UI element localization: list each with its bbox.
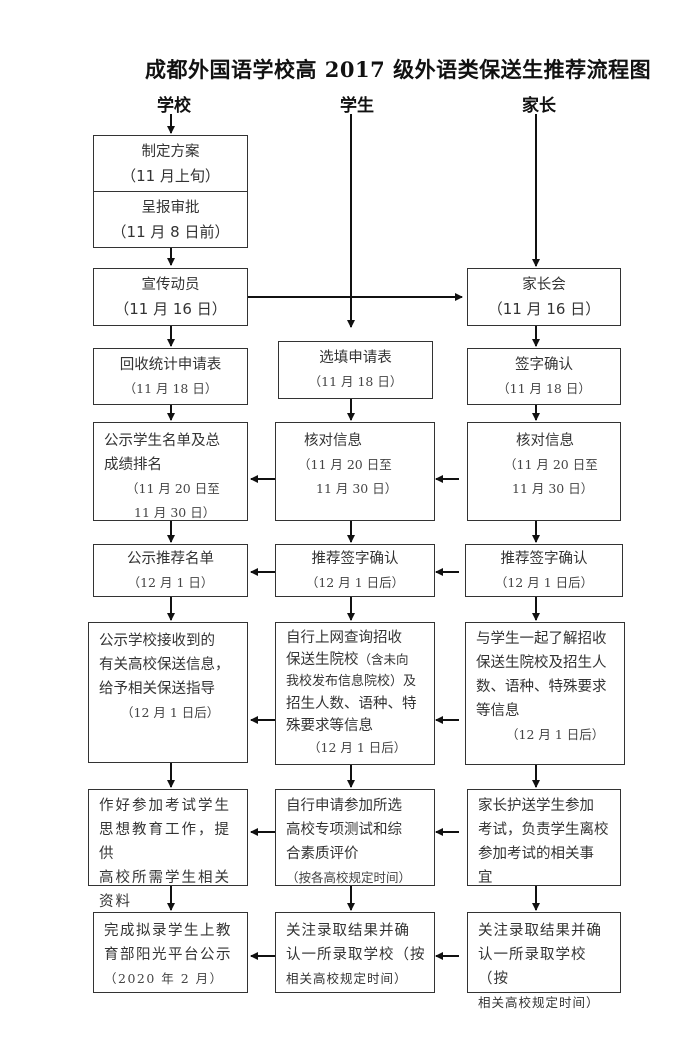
box-date: （11 月上旬） <box>121 167 220 185</box>
box-line: 认一所录取学校（按 <box>286 947 426 963</box>
box-line: 育部阳光平台公示 <box>104 947 232 963</box>
box-line: 等信息 <box>476 703 520 719</box>
box-line: 保送生院校（含未向 <box>286 649 426 671</box>
box-line: 数、语种、特殊要求 <box>476 679 607 695</box>
box-date: 11 月 30 日） <box>512 481 594 496</box>
box-label: 宣传动员 <box>141 277 200 293</box>
box-line: 参加考试的相关事 <box>478 846 594 862</box>
box-line: 自行申请参加所选 <box>286 798 402 814</box>
box-label: 核对信息 <box>516 433 574 449</box>
box-date: 11 月 30 日） <box>134 505 216 520</box>
box-label: 签字确认 <box>515 356 573 373</box>
flowchart-title: 成都外国语学校高 2017 级外语类保送生推荐流程图 <box>145 57 652 82</box>
box-make-plan: 制定方案 （11 月上旬） <box>93 135 248 193</box>
box-student-apply-exam: 自行申请参加所选 高校专项测试和综 合素质评价 （按各高校规定时间） <box>275 789 435 886</box>
box-line: 与学生一起了解招收 <box>476 631 607 647</box>
box-label: 制定方案 <box>141 144 200 160</box>
box-label: 推荐签字确认 <box>500 550 588 567</box>
box-line: 宜 <box>478 870 493 886</box>
box-label: 呈报审批 <box>141 199 200 216</box>
box-line: 高校所需学生相关 <box>99 870 231 886</box>
box-line: 思想教育工作，提供 <box>99 822 231 862</box>
box-parent-learn-colleges: 与学生一起了解招收 保送生院校及招生人 数、语种、特殊要求 等信息 （12 月 … <box>465 622 625 765</box>
box-parent-escort-exam: 家长护送学生参加 考试，负责学生离校 参加考试的相关事 宜 <box>467 789 621 886</box>
box-line: 殊要求等信息 <box>286 718 373 734</box>
box-label: 回收统计申请表 <box>119 356 222 373</box>
box-exam-preparation: 作好参加考试学生 思想教育工作，提供 高校所需学生相关 资料 <box>88 789 248 910</box>
box-line-part: 保送生院校 <box>286 652 359 668</box>
box-parent-meeting: 家长会 （11 月 16 日） <box>467 268 621 326</box>
box-date: （12 月 1 日后） <box>121 705 220 720</box>
box-student-recommend-sign: 推荐签字确认 （12 月 1 日后） <box>275 544 435 597</box>
box-publish-recommend-list: 公示推荐名单 （12 月 1 日） <box>93 544 248 597</box>
box-line: 自行上网查询招收 <box>286 630 402 646</box>
box-label: 公示推荐名单 <box>127 550 214 567</box>
box-line: 公示学生名单及总 <box>104 433 220 449</box>
box-line: 考试，负责学生离校 <box>478 822 609 838</box>
box-line: 关注录取结果并确 <box>286 923 410 939</box>
box-line: 作好参加考试学生 <box>99 798 231 814</box>
box-line: 招生人数、语种、特 <box>286 696 417 712</box>
box-date: （11 月 18 日） <box>497 380 591 396</box>
box-line: 我校发布信息院校）及 <box>286 674 417 689</box>
box-date: （12 月 1 日后） <box>506 727 605 742</box>
box-date: （11 月 18 日） <box>308 374 403 389</box>
box-date: （按各高校规定时间） <box>286 870 412 885</box>
box-label: 家长会 <box>522 277 566 293</box>
box-date: （12 月 1 日） <box>127 574 214 590</box>
box-label: 推荐签字确认 <box>311 550 399 567</box>
box-line-part: （含未向 <box>358 652 409 667</box>
box-sunshine-platform: 完成拟录学生上教 育部阳光平台公示 （2020 年 2 月） <box>93 912 248 993</box>
box-line: 给予相关保送指导 <box>99 681 215 697</box>
box-date: （12 月 1 日后） <box>305 574 405 590</box>
box-date: （11 月 16 日） <box>114 300 227 318</box>
box-label: 核对信息 <box>304 433 362 449</box>
box-date: （11 月 20 日至 <box>298 457 392 472</box>
box-parent-verify-info: 核对信息 （11 月 20 日至 11 月 30 日） <box>467 422 621 521</box>
box-line: 相关高校规定时间） <box>478 995 600 1010</box>
box-date: （11 月 8 日前） <box>111 222 230 241</box>
box-parent-sign-confirm: 签字确认 （11 月 18 日） <box>467 348 621 405</box>
box-line: 完成拟录学生上教 <box>104 923 232 939</box>
box-publicity-mobilization: 宣传动员 （11 月 16 日） <box>93 268 248 326</box>
box-line: 有关高校保送信息， <box>99 657 230 673</box>
box-line: 保送生院校及招生人 <box>476 655 607 671</box>
box-line: 高校专项测试和综 <box>286 822 402 838</box>
box-student-search-colleges: 自行上网查询招收 保送生院校（含未向 我校发布信息院校）及 招生人数、语种、特 … <box>275 622 435 765</box>
box-date: （2020 年 2 月） <box>104 971 224 986</box>
box-line: 关注录取结果并确 <box>478 923 602 939</box>
box-publish-student-ranking: 公示学生名单及总 成绩排名 （11 月 20 日至 11 月 30 日） <box>93 422 248 521</box>
box-line: 资料 <box>99 894 132 910</box>
lane-header-student: 学生 <box>340 96 374 116</box>
box-student-confirm-admission: 关注录取结果并确 认一所录取学校（按 相关高校规定时间） <box>275 912 435 993</box>
box-collect-applications: 回收统计申请表 （11 月 18 日） <box>93 348 248 405</box>
box-student-verify-info: 核对信息 （11 月 20 日至 11 月 30 日） <box>275 422 435 521</box>
box-publish-college-info: 公示学校接收到的 有关高校保送信息， 给予相关保送指导 （12 月 1 日后） <box>88 622 248 763</box>
box-date: （11 月 20 日至 <box>126 481 220 496</box>
box-label: 选填申请表 <box>319 350 392 366</box>
box-submit-approval: 呈报审批 （11 月 8 日前） <box>93 191 248 248</box>
box-date: （11 月 18 日） <box>123 380 218 396</box>
box-fill-application: 选填申请表 （11 月 18 日） <box>278 341 433 399</box>
box-line: 合素质评价 <box>286 846 359 862</box>
box-line: 认一所录取学校（按 <box>478 947 587 987</box>
box-parent-confirm-admission: 关注录取结果并确 认一所录取学校（按 相关高校规定时间） <box>467 912 621 1010</box>
box-date: （11 月 20 日至 <box>504 457 598 472</box>
box-line: 家长护送学生参加 <box>478 798 594 814</box>
box-line: 公示学校接收到的 <box>99 633 215 649</box>
box-date: 11 月 30 日） <box>316 481 398 496</box>
box-date: （11 月 16 日） <box>487 300 601 318</box>
box-date: （12 月 1 日后） <box>308 740 407 755</box>
lane-header-parent: 家长 <box>522 96 556 116</box>
box-line: 相关高校规定时间） <box>286 971 408 986</box>
box-parent-recommend-sign: 推荐签字确认 （12 月 1 日后） <box>465 544 623 597</box>
box-date: （12 月 1 日后） <box>494 574 594 590</box>
box-line: 成绩排名 <box>104 457 162 473</box>
lane-header-school: 学校 <box>157 96 191 116</box>
